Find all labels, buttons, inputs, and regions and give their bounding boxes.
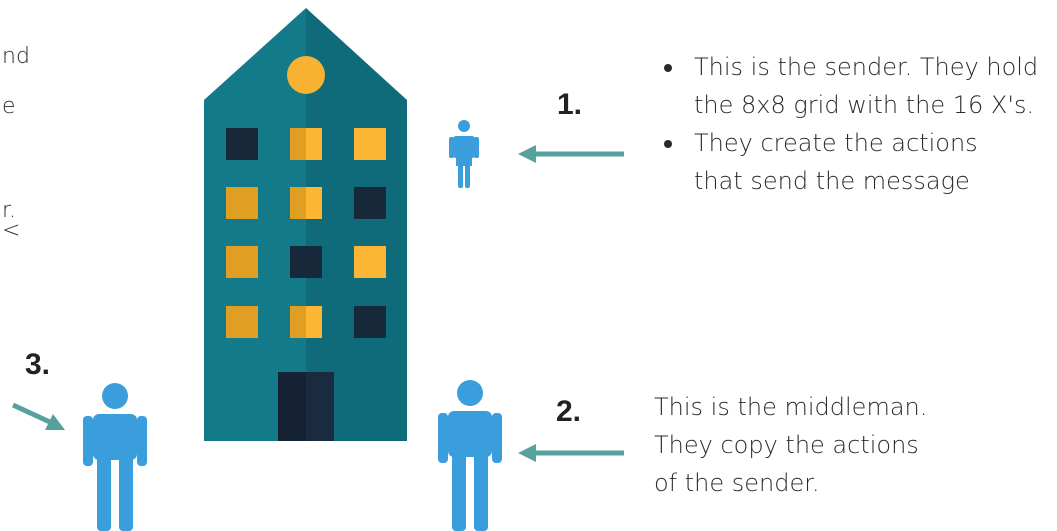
building-door [278,372,306,441]
label-two: 2. [556,395,582,428]
middleman-line-2: They copy the actions [654,431,919,459]
middleman-person-icon [438,380,502,531]
sender-person-icon [449,120,479,188]
receiver-person-icon [83,383,147,531]
arrow-to-middleman [518,444,624,462]
middleman-description: This is the middleman. They copy the act… [654,388,1054,502]
cut-text-3: r. [2,198,17,223]
label-three: 3. [25,348,51,381]
middleman-line-1: This is the middleman. [654,393,928,421]
sender-bullet-1: This is the sender. They hold the 8x8 gr… [660,48,1049,124]
building [204,8,407,441]
label-one: 1. [557,88,583,121]
middleman-line-3: of the sender. [654,469,820,497]
building-round-window [287,56,325,94]
sender-bullet-2: They create the actions that send the me… [660,124,994,200]
cut-text-4: < [2,218,21,243]
arrow-to-receiver [11,402,65,430]
arrow-to-sender [518,145,624,163]
sender-description: This is the sender. They hold the 8x8 gr… [660,48,1057,200]
cut-text-2: e [2,94,16,119]
cut-text-1: nd [2,44,30,69]
